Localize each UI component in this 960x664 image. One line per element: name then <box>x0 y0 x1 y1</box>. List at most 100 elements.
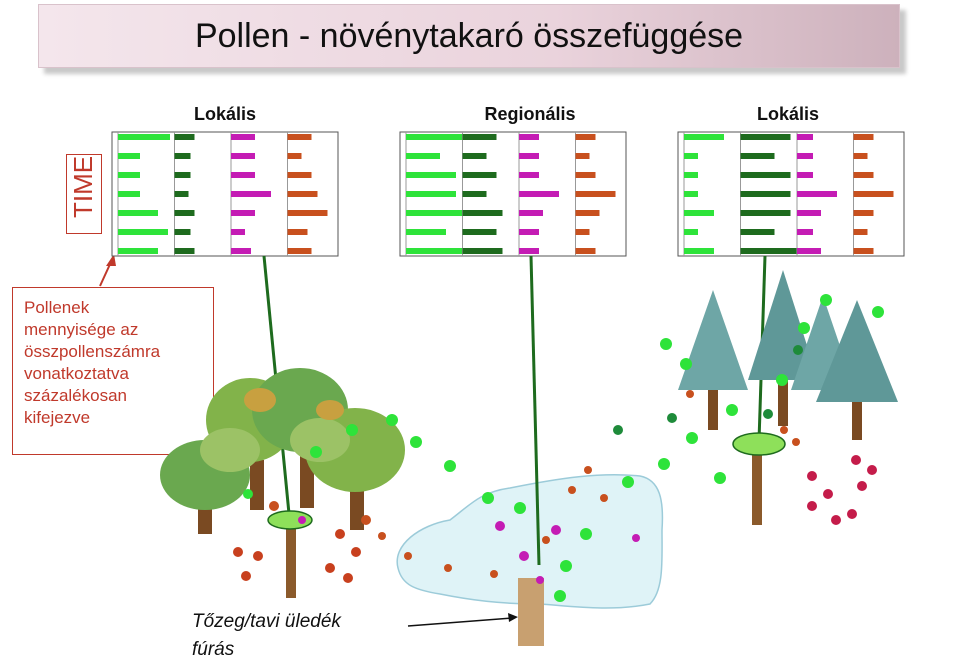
pollen-bar <box>174 229 191 235</box>
pollen-bar <box>740 134 791 140</box>
pollen-bar <box>406 172 456 178</box>
pollen-bar <box>406 153 440 159</box>
note-box <box>12 287 214 455</box>
pollen-bar <box>174 172 191 178</box>
pollen-bar <box>853 248 874 254</box>
pollen-bar <box>231 172 255 178</box>
pollen-bar <box>231 248 251 254</box>
pollen-bar <box>118 153 140 159</box>
pollen-bar <box>174 210 195 216</box>
lake <box>396 474 664 609</box>
pollen-bar <box>740 153 775 159</box>
flowers <box>233 455 877 583</box>
pollen-bar <box>462 191 487 197</box>
pollen-bar <box>406 191 456 197</box>
pollen-bar <box>519 153 539 159</box>
pollen-bar <box>575 229 590 235</box>
pollen-bar <box>740 210 791 216</box>
note-line: összpollenszámra <box>24 342 161 361</box>
core-sample-label-line: fúrás <box>192 639 235 660</box>
pollen-bar <box>684 172 698 178</box>
pollen-bar <box>519 248 539 254</box>
pollen-bar <box>575 191 616 197</box>
note-line: Pollenek <box>24 298 90 317</box>
pollen-bar <box>174 153 191 159</box>
pollen-bar <box>519 229 539 235</box>
pollen-bar <box>684 248 714 254</box>
pollen-bar <box>287 229 308 235</box>
pollen-bar <box>853 172 874 178</box>
pollen-bar <box>174 134 195 140</box>
pollen-bar <box>231 229 245 235</box>
pollen-bar <box>287 191 318 197</box>
pollen-bar <box>797 229 813 235</box>
pollen-bar <box>740 191 791 197</box>
pollen-bar <box>519 191 559 197</box>
pollen-bar <box>797 210 821 216</box>
pollen-bar <box>462 172 497 178</box>
pollen-bar <box>853 191 894 197</box>
pollen-bar <box>118 191 140 197</box>
conifer-trees <box>678 270 898 440</box>
pollen-bar <box>684 153 698 159</box>
pollen-bar <box>287 210 328 216</box>
pollen-bar <box>462 153 487 159</box>
column-label-local-2: Lokális <box>756 104 820 124</box>
pollen-bar <box>853 229 868 235</box>
pollen-bar <box>118 229 168 235</box>
pollen-bar <box>462 134 497 140</box>
pollen-bar <box>797 153 813 159</box>
pollen-bar <box>740 229 775 235</box>
note-line: százalékosan <box>24 386 128 405</box>
pollen-bar <box>853 153 868 159</box>
sampling-site-local-1 <box>267 510 313 530</box>
core-sample-label: Tőzeg/tavi üledék fúrás <box>192 608 412 664</box>
pollen-bar <box>853 134 874 140</box>
note-line: kifejezve <box>24 408 91 427</box>
pollen-bar <box>287 248 312 254</box>
title-banner: Pollen - növénytakaró összefüggése <box>38 4 900 68</box>
column-label-regional: Regionális <box>484 104 576 124</box>
pollen-bar <box>684 229 698 235</box>
pollen-bar <box>853 210 874 216</box>
column-label-local-1: Lokális <box>193 104 257 124</box>
core-tube-local-2 <box>752 447 762 525</box>
pollen-bar <box>684 134 724 140</box>
pollen-bar <box>174 191 189 197</box>
pollen-bar <box>575 134 596 140</box>
pollen-bar <box>519 210 543 216</box>
pollen-bar <box>797 172 813 178</box>
pollen-bar <box>462 229 497 235</box>
pollen-bar <box>575 172 596 178</box>
core-tube-regional <box>518 578 544 646</box>
note-line: vonatkoztatva <box>24 364 129 383</box>
core-sample-label-line: Tőzeg/tavi üledék <box>192 611 341 632</box>
pollen-bar <box>287 153 302 159</box>
pollen-bar <box>406 229 446 235</box>
pollen-bar <box>118 210 158 216</box>
pollen-bar <box>406 210 466 216</box>
time-axis-box <box>66 154 102 234</box>
note-text: Pollenek mennyisége az összpollenszámra … <box>24 297 214 429</box>
pollen-bar <box>462 248 503 254</box>
page-title: Pollen - növénytakaró összefüggése <box>194 16 744 55</box>
note-line: mennyisége az <box>24 320 139 339</box>
pollen-bar <box>740 248 801 254</box>
pollen-bar <box>575 153 590 159</box>
pollen-bar <box>684 210 714 216</box>
pollen-bar <box>462 210 503 216</box>
pollen-bar <box>287 172 312 178</box>
pollen-bar <box>519 134 539 140</box>
pollen-bar <box>406 134 466 140</box>
pollen-bar <box>797 134 813 140</box>
pollen-bar <box>118 134 170 140</box>
note-arrow-head <box>106 254 116 266</box>
bottom-label-arrow-head <box>508 613 518 622</box>
core-tube-local-1 <box>286 526 296 598</box>
pollen-bar <box>287 134 312 140</box>
core-line-regional <box>529 255 541 566</box>
pollen-bar <box>684 191 698 197</box>
pollen-bar <box>174 248 195 254</box>
sampling-site-local-2 <box>732 432 786 456</box>
pollen-bar <box>231 153 255 159</box>
